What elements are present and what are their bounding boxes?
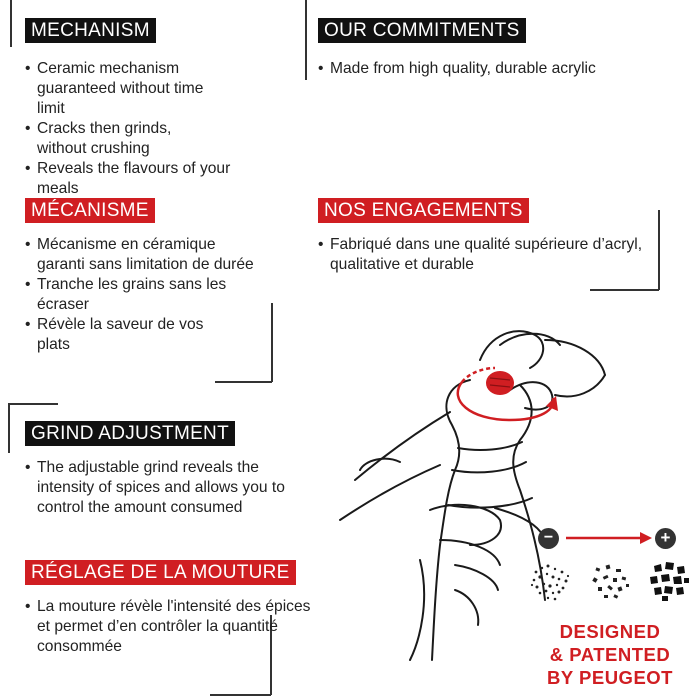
engagements-section: NOS ENGAGEMENTS Fabriqué dans une qualit… xyxy=(318,198,648,275)
medium-grind-icon xyxy=(592,564,629,599)
plus-icon: + xyxy=(655,528,676,549)
frame-line xyxy=(8,403,58,405)
fine-grind-icon xyxy=(530,564,570,601)
designed-patented-signature: DESIGNED & PATENTED BY PEUGEOT xyxy=(530,620,690,689)
minus-symbol: − xyxy=(543,529,554,546)
list-item: Cracks then grinds, without crushing xyxy=(25,119,217,159)
list-item: The adjustable grind reveals the intensi… xyxy=(25,458,295,518)
mechanism-list: Ceramic mechanism guaranteed without tim… xyxy=(25,59,285,199)
list-item: Révèle la saveur de vos plats xyxy=(25,315,237,355)
frame-line xyxy=(590,289,659,291)
coarse-grind-icon xyxy=(650,562,689,601)
signature-line-2: & PATENTED xyxy=(549,644,671,665)
list-item: Tranche les grains sans les écraser xyxy=(25,275,262,315)
frame-line xyxy=(271,303,273,382)
engagements-title: NOS ENGAGEMENTS xyxy=(318,198,529,223)
engagements-list: Fabriqué dans une qualité supérieure d’a… xyxy=(318,235,648,275)
plus-symbol: + xyxy=(660,528,671,547)
reglage-title: RÉGLAGE DE LA MOUTURE xyxy=(25,560,296,585)
frame-line xyxy=(210,694,271,696)
mechanism-title: MECHANISM xyxy=(25,18,156,43)
frame-line xyxy=(658,210,660,290)
commitments-section: OUR COMMITMENTS Made from high quality, … xyxy=(318,18,688,79)
list-item: La mouture révèle l'intensité des épices… xyxy=(25,597,312,657)
mecanisme-title: MÉCANISME xyxy=(25,198,155,223)
frame-line xyxy=(8,403,10,453)
grind-title: GRIND ADJUSTMENT xyxy=(25,421,235,446)
list-item: Reveals the flavours of your meals xyxy=(25,159,237,199)
list-item: Ceramic mechanism guaranteed without tim… xyxy=(25,59,212,119)
commitments-list: Made from high quality, durable acrylic xyxy=(318,59,688,79)
frame-line xyxy=(215,381,272,383)
grind-scale: − + xyxy=(528,525,689,605)
grind-section: GRIND ADJUSTMENT The adjustable grind re… xyxy=(25,421,300,518)
grind-list: The adjustable grind reveals the intensi… xyxy=(25,458,300,518)
grind-arrow-icon xyxy=(566,532,652,544)
reglage-list: La mouture révèle l'intensité des épices… xyxy=(25,597,315,657)
commitments-title: OUR COMMITMENTS xyxy=(318,18,526,43)
signature-line-3: BY PEUGEOT xyxy=(547,667,673,688)
list-item: Mécanisme en céramique garanti sans limi… xyxy=(25,235,257,275)
mechanism-section: MECHANISM Ceramic mechanism guaranteed w… xyxy=(25,18,285,199)
frame-line xyxy=(10,0,12,47)
list-item: Made from high quality, durable acrylic xyxy=(318,59,688,79)
signature-line-1: DESIGNED xyxy=(559,621,661,642)
list-item: Fabriqué dans une qualité supérieure d’a… xyxy=(318,235,645,275)
reglage-section: RÉGLAGE DE LA MOUTURE La mouture révèle … xyxy=(25,560,315,657)
mecanisme-list: Mécanisme en céramique garanti sans limi… xyxy=(25,235,285,355)
mecanisme-section: MÉCANISME Mécanisme en céramique garanti… xyxy=(25,198,285,355)
minus-icon: − xyxy=(538,528,559,549)
frame-line xyxy=(305,0,307,80)
